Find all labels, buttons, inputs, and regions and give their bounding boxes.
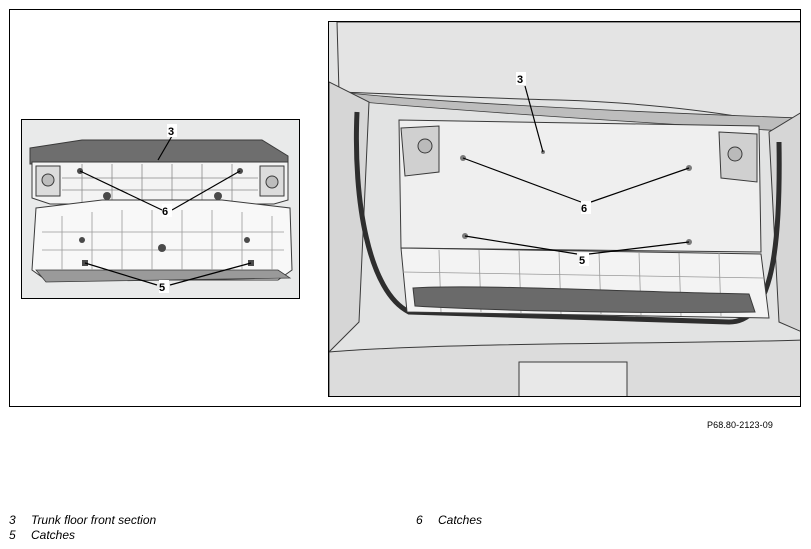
legend-number: 3 [9, 513, 16, 527]
callout-trunk-floor-right: 3 [517, 74, 523, 86]
callout-catches-upper: 6 [162, 206, 168, 218]
trunk-floor-detail-view: 3 6 5 [21, 119, 300, 299]
legend-item-trunk-floor: 3 Trunk floor front section [9, 513, 156, 527]
legend-number: 6 [416, 513, 423, 527]
open-trunk-drawing: 3 6 5 [329, 22, 800, 396]
callout-catches-lower: 5 [159, 282, 165, 294]
legend-label: Catches [31, 528, 76, 542]
open-trunk-view: 3 6 5 [328, 21, 801, 397]
legend-label: Catches [438, 513, 483, 527]
legend-label: Trunk floor front section [31, 513, 157, 527]
callout-catches-upper-right: 6 [581, 203, 587, 215]
trunk-floor-drawing: 3 6 5 [29, 124, 293, 294]
legend-item-catches-lower: 5 Catches [9, 528, 75, 542]
legend-item-catches-upper: 6 Catches [416, 513, 482, 527]
figure-reference-code: P68.80-2123-09 [707, 420, 773, 430]
callout-catches-lower-right: 5 [579, 255, 585, 267]
callout-trunk-floor: 3 [168, 126, 174, 138]
legend-number: 5 [9, 528, 16, 542]
